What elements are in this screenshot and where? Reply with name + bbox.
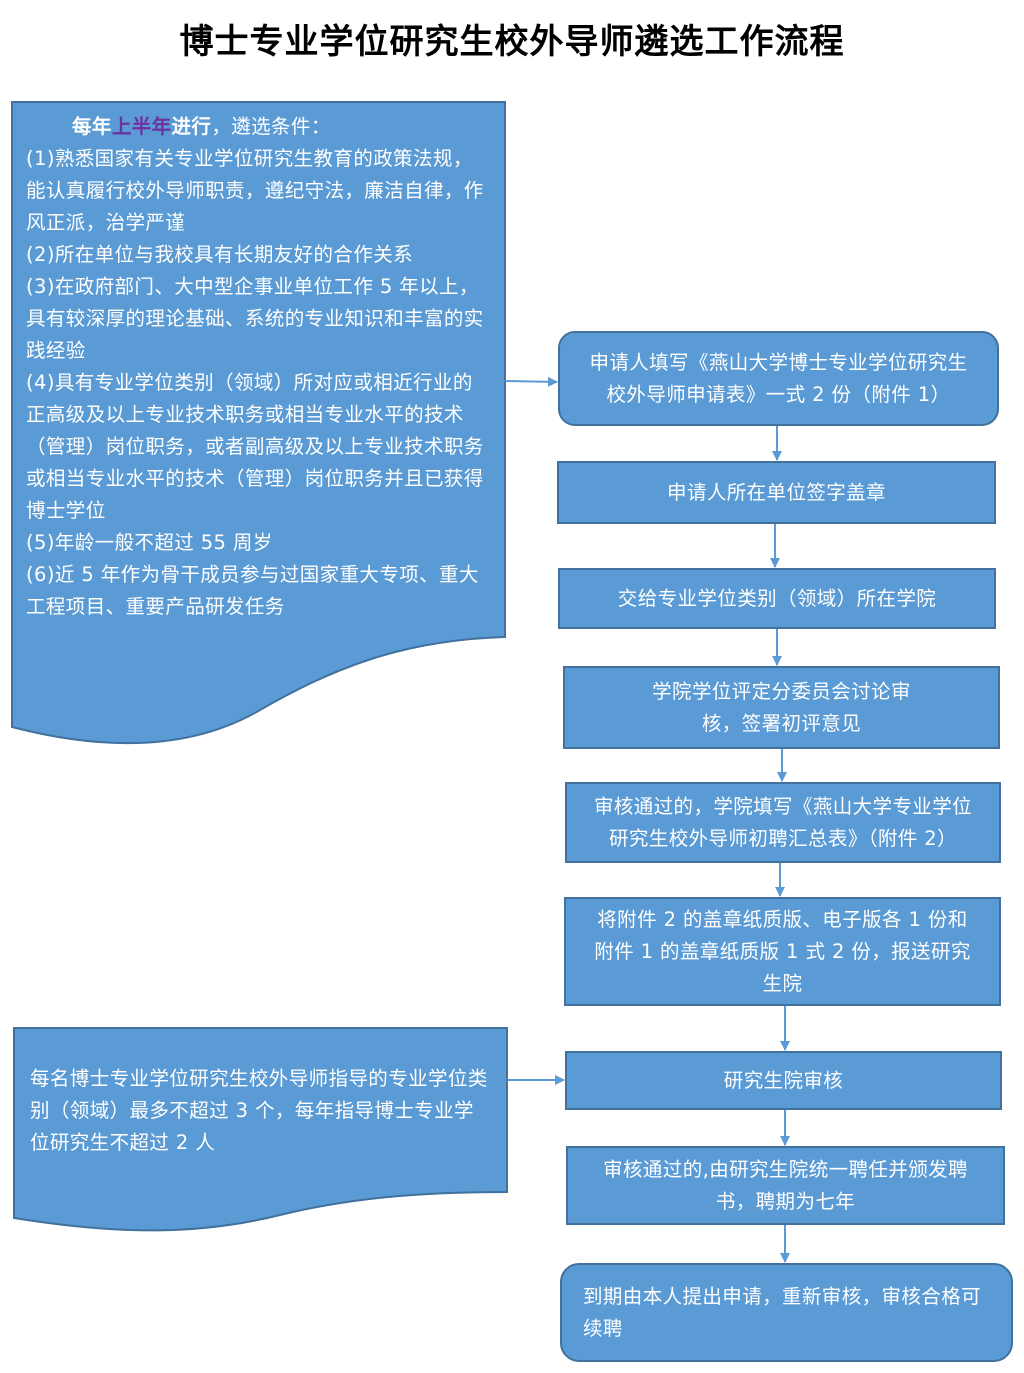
condition-item: (1)熟悉国家有关专业学位研究生教育的政策法规，能认真履行校外导师职责，遵纪守法… (26, 147, 484, 234)
step-8: 审核通过的,由研究生院统一聘任并颁发聘书，聘期为七年 (603, 1157, 968, 1213)
page-title: 博士专业学位研究生校外导师遴选工作流程 (179, 22, 845, 62)
condition-item: (6)近 5 年作为骨干成员参与过国家重大专项、重大工程项目、重要产品研发任务 (26, 563, 479, 618)
step-shape-2 (557, 461, 996, 524)
highlight-first-half-year: 上半年 (111, 115, 172, 138)
step-shape-1 (558, 331, 999, 426)
step-2: 申请人所在单位签字盖章 (667, 480, 886, 504)
condition-item: (3)在政府部门、大中型企事业单位工作 5 年以上，具有较深厚的理论基础、系统的… (26, 275, 484, 362)
step-9: 到期由本人提出申请，重新审核，审核合格可续聘 (583, 1284, 982, 1340)
step-shape-8 (566, 1146, 1005, 1225)
conditions-intro: 每年上半年进行，遴选条件： (72, 115, 331, 138)
conditions-text: 每年上半年进行，遴选条件： (1)熟悉国家有关专业学位研究生教育的政策法规，能认… (26, 111, 488, 623)
note-document-shape (13, 1027, 508, 1232)
step-5: 审核通过的，学院填写《燕山大学专业学位研究生校外导师初聘汇总表》（附件 2） (593, 794, 973, 850)
step-shape-4 (563, 666, 1000, 749)
note-text: 每名博士专业学位研究生校外导师指导的专业学位类别（领域）最多不超过 3 个，每年… (30, 1067, 488, 1154)
step-shape-5 (565, 782, 1001, 863)
step-1: 申请人填写《燕山大学博士专业学位研究生校外导师申请表》一式 2 份（附件 1） (589, 350, 968, 406)
step-3: 交给专业学位类别（领域）所在学院 (617, 586, 937, 610)
step-shape-3 (558, 568, 996, 629)
step-4: 学院学位评定分委员会讨论审核，签署初评意见 (652, 679, 911, 735)
step-shape-7 (565, 1051, 1002, 1110)
condition-item: (5)年龄一般不超过 55 周岁 (26, 531, 273, 554)
step-7: 研究生院审核 (723, 1068, 844, 1092)
step-shape-6 (564, 897, 1001, 1006)
step-shape-9 (560, 1263, 1013, 1362)
step-6: 将附件 2 的盖章纸质版、电子版各 1 份和附件 1 的盖章纸质版 1 式 2 … (594, 907, 971, 995)
condition-item: (4)具有专业学位类别（领域）所对应或相近行业的正高级及以上专业技术职务或相当专… (26, 371, 484, 522)
conditions-document-shape (11, 101, 506, 745)
arrow-conditions-to-step1 (504, 376, 558, 387)
condition-item: (2)所在单位与我校具有长期友好的合作关系 (26, 243, 414, 266)
